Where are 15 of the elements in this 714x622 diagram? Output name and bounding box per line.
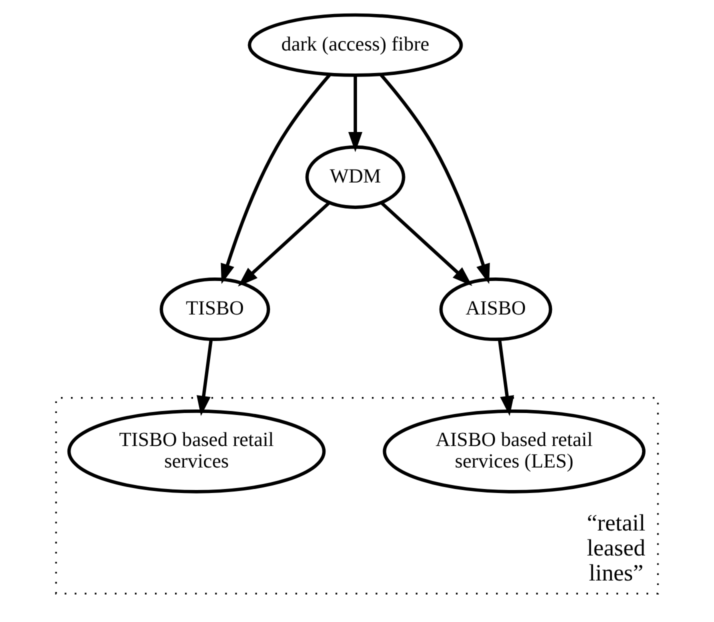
node-ellipse: dark (access) fibre <box>248 13 463 77</box>
node-ellipse: AISBO <box>439 278 552 342</box>
node-label: “retail leased lines” <box>586 510 646 587</box>
node-ellipse: TISBO <box>160 278 270 342</box>
cluster <box>55 397 659 594</box>
arrow <box>380 74 490 284</box>
arrow <box>380 202 472 286</box>
node-ellipse: WDM <box>305 145 406 209</box>
arrow <box>348 75 362 152</box>
node-ellipse: TISBO based retail services <box>67 410 326 494</box>
arrow <box>196 339 213 416</box>
arrow <box>238 202 330 286</box>
arrow <box>220 74 331 284</box>
node-ellipse: AISBO based retail services (LES) <box>382 410 646 494</box>
arrow <box>498 339 514 416</box>
